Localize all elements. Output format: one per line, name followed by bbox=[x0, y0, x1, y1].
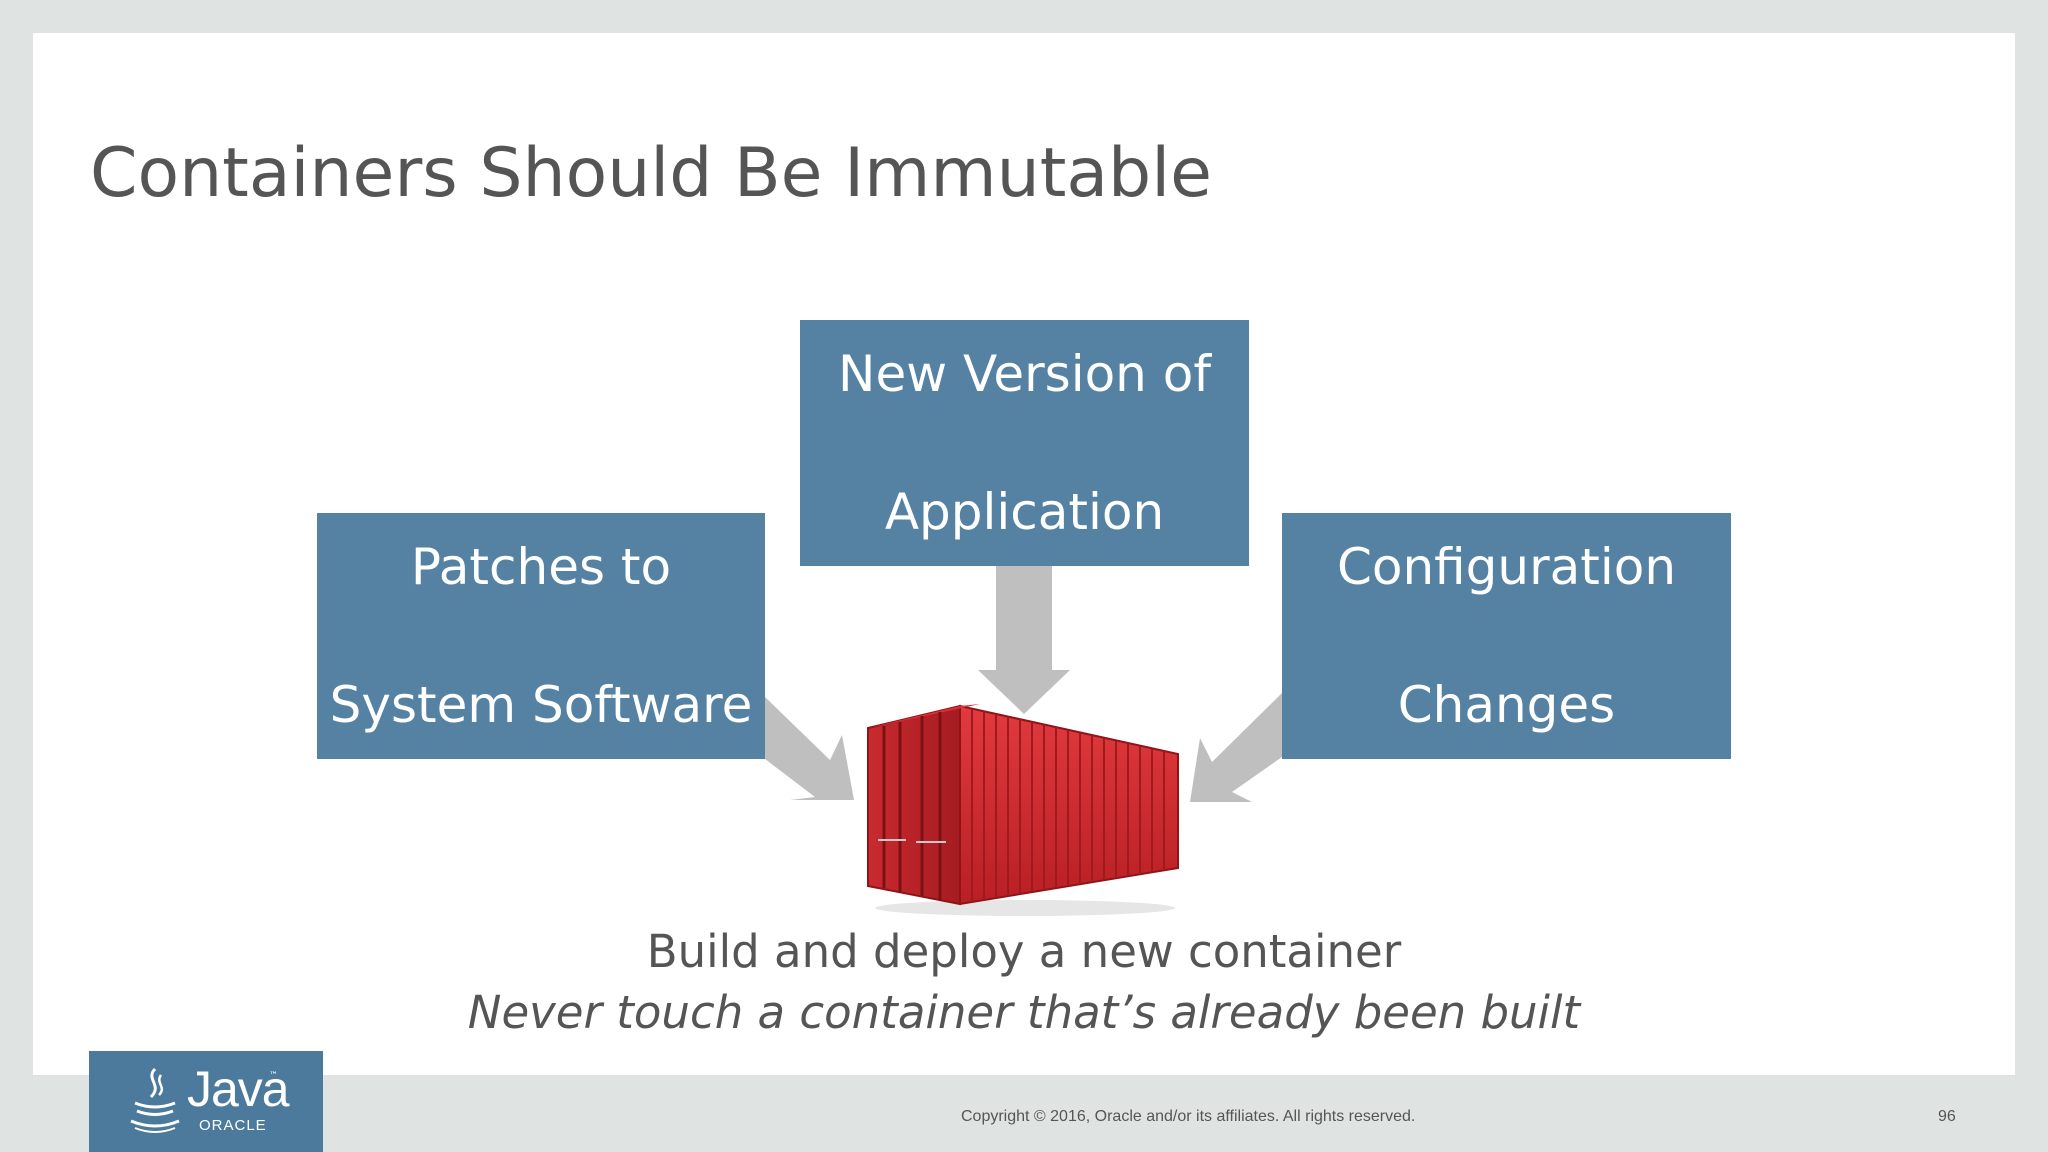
configuration-line1: Configuration bbox=[1336, 537, 1677, 596]
page-number: 96 bbox=[1938, 1108, 1956, 1125]
copyright-notice: Copyright © 2016, Oracle and/or its affi… bbox=[961, 1108, 1416, 1125]
patches-line1: Patches to bbox=[410, 537, 672, 596]
new-version-box: New Version of Application bbox=[800, 320, 1249, 566]
new-version-line1: New Version of bbox=[838, 344, 1211, 403]
java-cup-icon bbox=[130, 1067, 180, 1133]
down-left-arrow bbox=[1190, 693, 1282, 802]
oracle-logo-text: ORACLE bbox=[199, 1117, 267, 1134]
java-logo-text: Java bbox=[187, 1061, 290, 1117]
down-arrow bbox=[978, 566, 1070, 714]
patches-line2: System Software bbox=[329, 675, 753, 734]
slide-title: Containers Should Be Immutable bbox=[90, 134, 1212, 213]
java-logo: Java ™ ORACLE bbox=[89, 1051, 323, 1152]
configuration-line2: Changes bbox=[1397, 675, 1616, 734]
caption-main: Build and deploy a new container bbox=[646, 925, 1402, 978]
configuration-box: Configuration Changes bbox=[1282, 513, 1731, 759]
patches-box: Patches to System Software bbox=[317, 513, 765, 759]
new-version-line2: Application bbox=[884, 482, 1165, 541]
shipping-container-image bbox=[867, 704, 1179, 916]
down-right-arrow bbox=[765, 697, 854, 800]
java-logo-trademark: ™ bbox=[269, 1071, 278, 1081]
caption-sub: Never touch a container that’s already b… bbox=[467, 986, 1581, 1039]
